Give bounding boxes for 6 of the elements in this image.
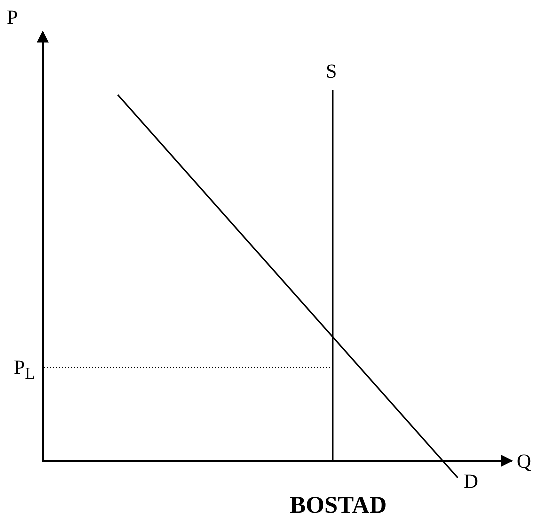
price-level-label: P$_{L}$ — [14, 358, 36, 383]
quantity-axis-label: Q — [517, 452, 532, 472]
demand-label: D — [464, 472, 478, 492]
price-axis-label: P — [7, 8, 18, 28]
supply-label: S — [326, 62, 338, 82]
axis-title: BOSTAD — [290, 494, 387, 518]
